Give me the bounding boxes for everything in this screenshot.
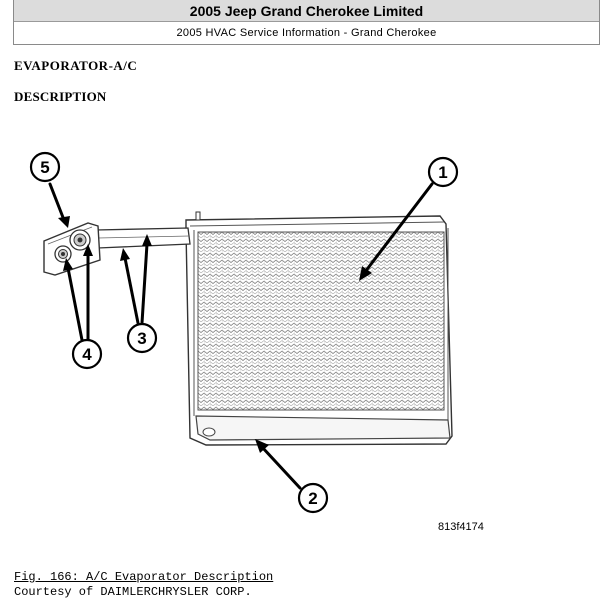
document-header: 2005 Jeep Grand Cherokee Limited 2005 HV… <box>13 0 600 45</box>
manual-subtitle: 2005 HVAC Service Information - Grand Ch… <box>176 27 437 39</box>
arrowhead <box>83 244 93 256</box>
evaporator-top-stub <box>195 211 201 221</box>
callout-1-leader <box>363 182 434 274</box>
callout-2-label: 2 <box>308 489 317 508</box>
callout-2-leader <box>260 445 302 490</box>
line-fitting-nut <box>69 229 91 251</box>
figure-credit: Courtesy of DAIMLERCHRYSLER CORP. <box>14 585 252 599</box>
callout-1: 1 <box>427 156 459 188</box>
callout-4-leader-a <box>66 266 84 342</box>
callout-4: 4 <box>71 338 103 370</box>
callout-2: 2 <box>297 482 329 514</box>
callout-3-label: 3 <box>137 329 146 348</box>
arrowhead <box>120 248 130 261</box>
section-subheading: DESCRIPTION <box>14 89 107 104</box>
callout-5: 5 <box>29 151 61 183</box>
arrowhead <box>142 234 152 246</box>
line-fitting-nut <box>54 245 72 263</box>
callout-3-leader-a <box>123 256 140 325</box>
vehicle-title: 2005 Jeep Grand Cherokee Limited <box>14 0 599 22</box>
evaporator-core <box>185 215 453 446</box>
figure-caption: Fig. 166: A/C Evaporator Description <box>14 570 274 584</box>
arrowhead <box>63 258 73 271</box>
expansion-valve-block <box>43 222 101 276</box>
callout-5-leader <box>48 182 66 222</box>
evaporator-figure: 1 2 3 4 5 813f4174 <box>29 151 484 533</box>
section-heading: EVAPORATOR-A/C <box>14 58 138 73</box>
callout-4-label: 4 <box>82 345 92 364</box>
arrowhead <box>255 439 269 453</box>
callout-3-leader-b <box>140 242 149 325</box>
callout-1-label: 1 <box>438 163 447 182</box>
evaporator-lower-tank <box>195 415 451 441</box>
arrowhead <box>58 216 70 228</box>
arrowhead <box>359 266 372 281</box>
callout-3: 3 <box>126 322 158 354</box>
figure-code: 813f4174 <box>438 521 484 533</box>
callout-5-label: 5 <box>40 158 49 177</box>
